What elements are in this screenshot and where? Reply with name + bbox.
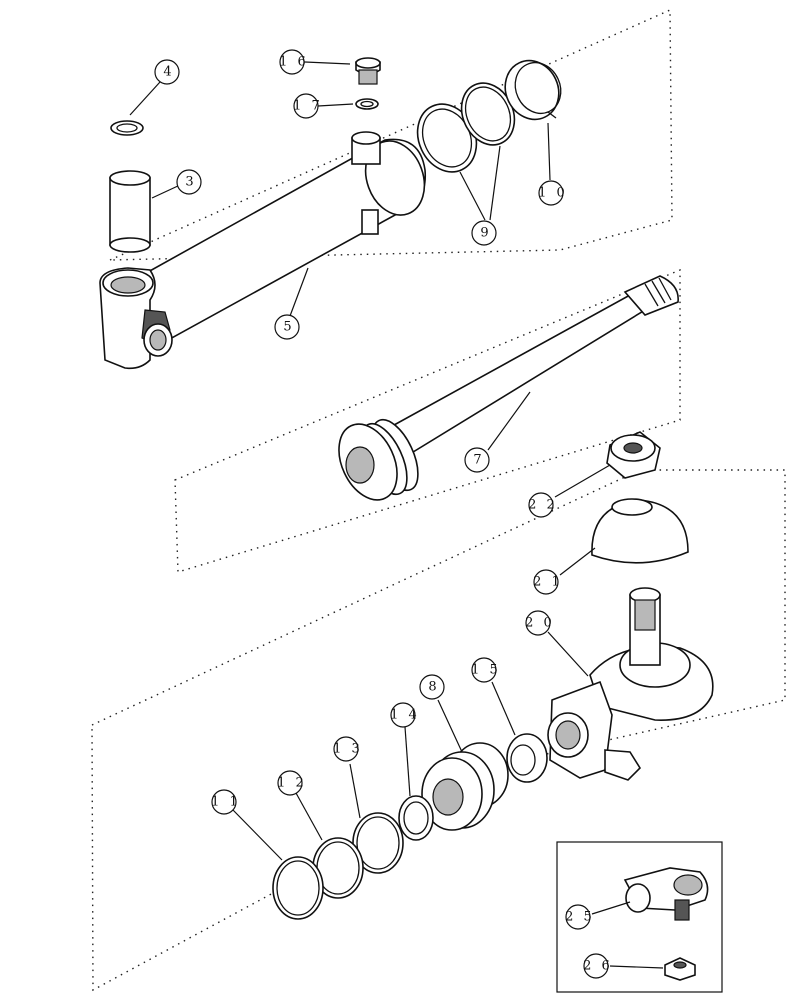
svg-text:1 1: 1 1 — [211, 795, 241, 810]
callout-12: 1 2 — [277, 770, 307, 796]
svg-text:3: 3 — [185, 175, 196, 190]
callout-13: 1 3 — [333, 736, 363, 762]
callout-17: 1 7 — [293, 93, 323, 119]
leader-lines — [129, 61, 664, 969]
svg-text:4: 4 — [163, 65, 174, 80]
svg-text:1 2: 1 2 — [277, 776, 307, 791]
callout-4: 4 — [154, 59, 180, 85]
tie-rod-end — [547, 587, 714, 781]
washer — [110, 120, 144, 136]
castle-nut — [606, 431, 661, 479]
dust-boot — [591, 498, 689, 564]
plug — [355, 57, 381, 85]
callout-10: 1 0 — [538, 180, 568, 206]
callout-20: 2 0 — [525, 610, 555, 636]
gland-seals — [416, 82, 516, 173]
callout-11: 1 1 — [211, 789, 241, 815]
svg-text:7: 7 — [473, 453, 484, 468]
gland — [421, 742, 509, 831]
svg-text:1 0: 1 0 — [538, 186, 568, 201]
svg-text:5: 5 — [283, 320, 294, 335]
rod-wiper — [506, 733, 548, 783]
svg-text:2 2: 2 2 — [528, 498, 558, 513]
svg-text:8: 8 — [428, 680, 439, 695]
callout-8: 8 — [419, 674, 445, 700]
svg-text:1 7: 1 7 — [293, 99, 323, 114]
callout-15: 1 5 — [471, 657, 501, 683]
tie-rod-end-alt — [623, 867, 709, 921]
bushing — [109, 170, 151, 253]
cylinder-barrel — [99, 131, 427, 370]
o-ring-11 — [272, 856, 324, 920]
svg-text:1 4: 1 4 — [390, 708, 420, 723]
plug-o-ring — [355, 98, 379, 110]
svg-text:1 3: 1 3 — [333, 742, 363, 757]
svg-text:2 6: 2 6 — [583, 959, 613, 974]
callout-26: 2 6 — [583, 953, 613, 979]
callout-21: 2 1 — [533, 569, 563, 595]
wear-ring — [504, 59, 562, 121]
lock-nut — [664, 957, 696, 981]
callout-3: 3 — [176, 169, 202, 195]
callout-5: 5 — [274, 314, 300, 340]
callout-25: 2 5 — [565, 904, 595, 930]
barrel-group-frame — [109, 8, 673, 261]
svg-text:2 5: 2 5 — [565, 910, 595, 925]
svg-text:1 5: 1 5 — [471, 663, 501, 678]
svg-text:1 6: 1 6 — [279, 55, 309, 70]
snap-ring — [398, 795, 434, 841]
piston-group-frame — [91, 469, 786, 992]
svg-text:9: 9 — [480, 226, 491, 241]
callout-9: 9 — [471, 220, 497, 246]
svg-text:2 1: 2 1 — [533, 575, 563, 590]
callout-14: 1 4 — [390, 702, 420, 728]
rod-group-frame — [174, 268, 681, 573]
callout-22: 2 2 — [528, 492, 558, 518]
callout-16: 1 6 — [279, 49, 309, 75]
svg-text:2 0: 2 0 — [525, 616, 555, 631]
piston-rod — [338, 275, 679, 501]
callout-7: 7 — [464, 447, 490, 473]
